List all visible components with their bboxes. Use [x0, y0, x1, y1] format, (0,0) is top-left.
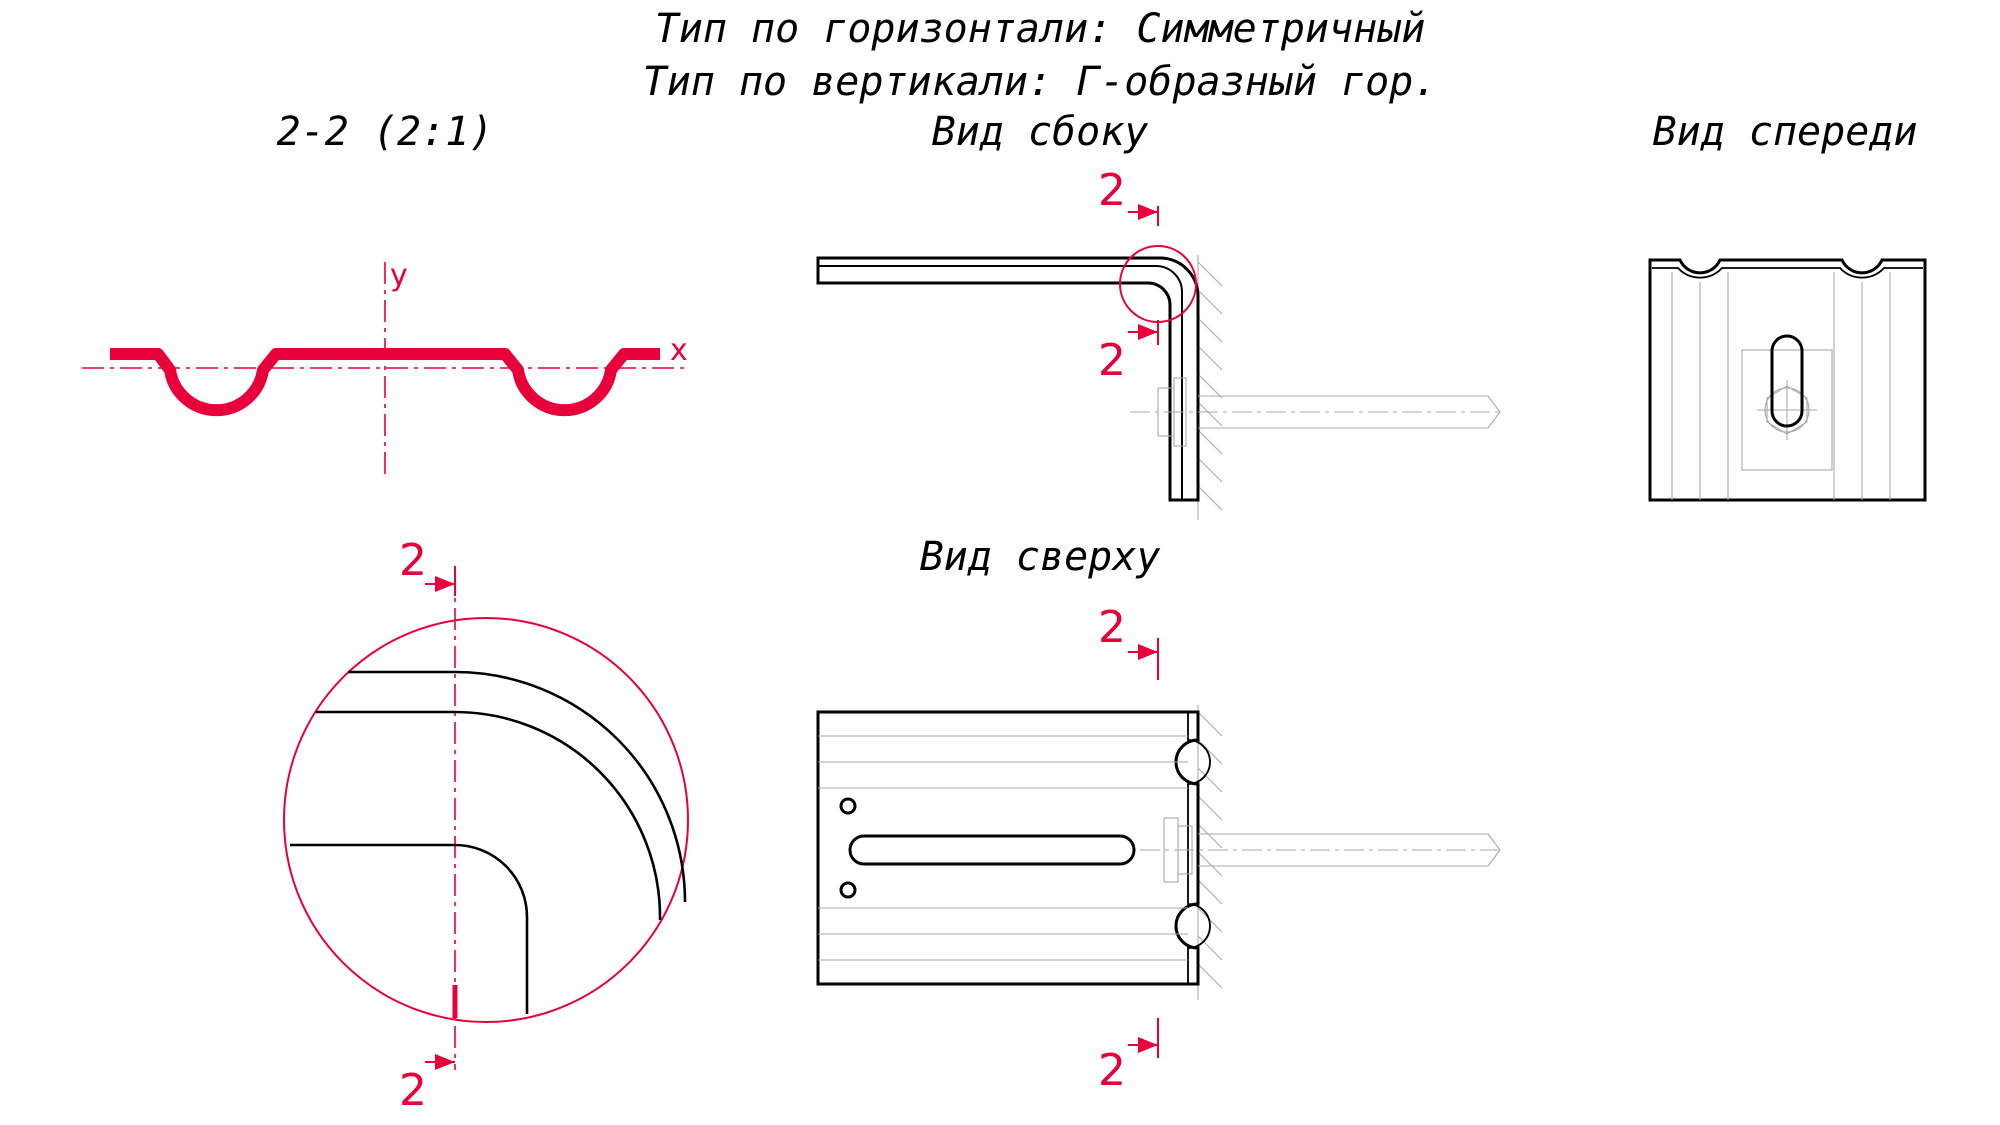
bracket-outline [816, 256, 1200, 502]
hole-bottom [839, 881, 857, 899]
detail-section-marker-bottom: 2 [399, 1065, 427, 1116]
section-profile: x y [82, 258, 690, 475]
top-outline [816, 710, 1200, 986]
hole-top [839, 797, 857, 815]
top-section-marker-bottom: 2 [1098, 1045, 1126, 1096]
profile-shape [110, 348, 660, 417]
top-section-marker-top: 2 [1098, 602, 1126, 653]
detail-enlargement-circle [283, 617, 689, 1023]
front-outline [1648, 258, 1927, 502]
side-view: 2 2 [816, 165, 1501, 520]
detail-mid-curve [316, 710, 662, 920]
detail-section-marker-top: 2 [399, 535, 427, 586]
top-slot [848, 834, 1136, 866]
wall-hatch [1197, 261, 1223, 511]
front-view-title: Вид спереди [1653, 109, 1918, 155]
top-view: 2 2 [816, 602, 1501, 1096]
side-section-marker-bottom: 2 [1098, 335, 1126, 386]
top-wall-hatch [1197, 711, 1223, 989]
side-view-title: Вид сбоку [932, 109, 1149, 155]
front-slot [1770, 334, 1804, 428]
vertical-type-label: Тип по вертикали: Г-образный гор. [643, 59, 1438, 105]
section-view-title: 2-2 (2:1) [277, 109, 494, 155]
top-view-title: Вид сверху [920, 534, 1161, 580]
anchor-bolt [1130, 377, 1501, 447]
front-view [1648, 258, 1927, 502]
detail-view: 2 2 [283, 535, 689, 1116]
detail-inner-curve [290, 843, 529, 1014]
detail-outer-curve [348, 670, 687, 903]
side-section-marker-top: 2 [1098, 165, 1126, 216]
y-axis-label: y [390, 258, 408, 293]
horizontal-type-label: Тип по горизонтали: Симметричный [655, 6, 1426, 52]
x-axis-label: x [670, 333, 688, 368]
bracket-inner-line [818, 265, 1183, 500]
